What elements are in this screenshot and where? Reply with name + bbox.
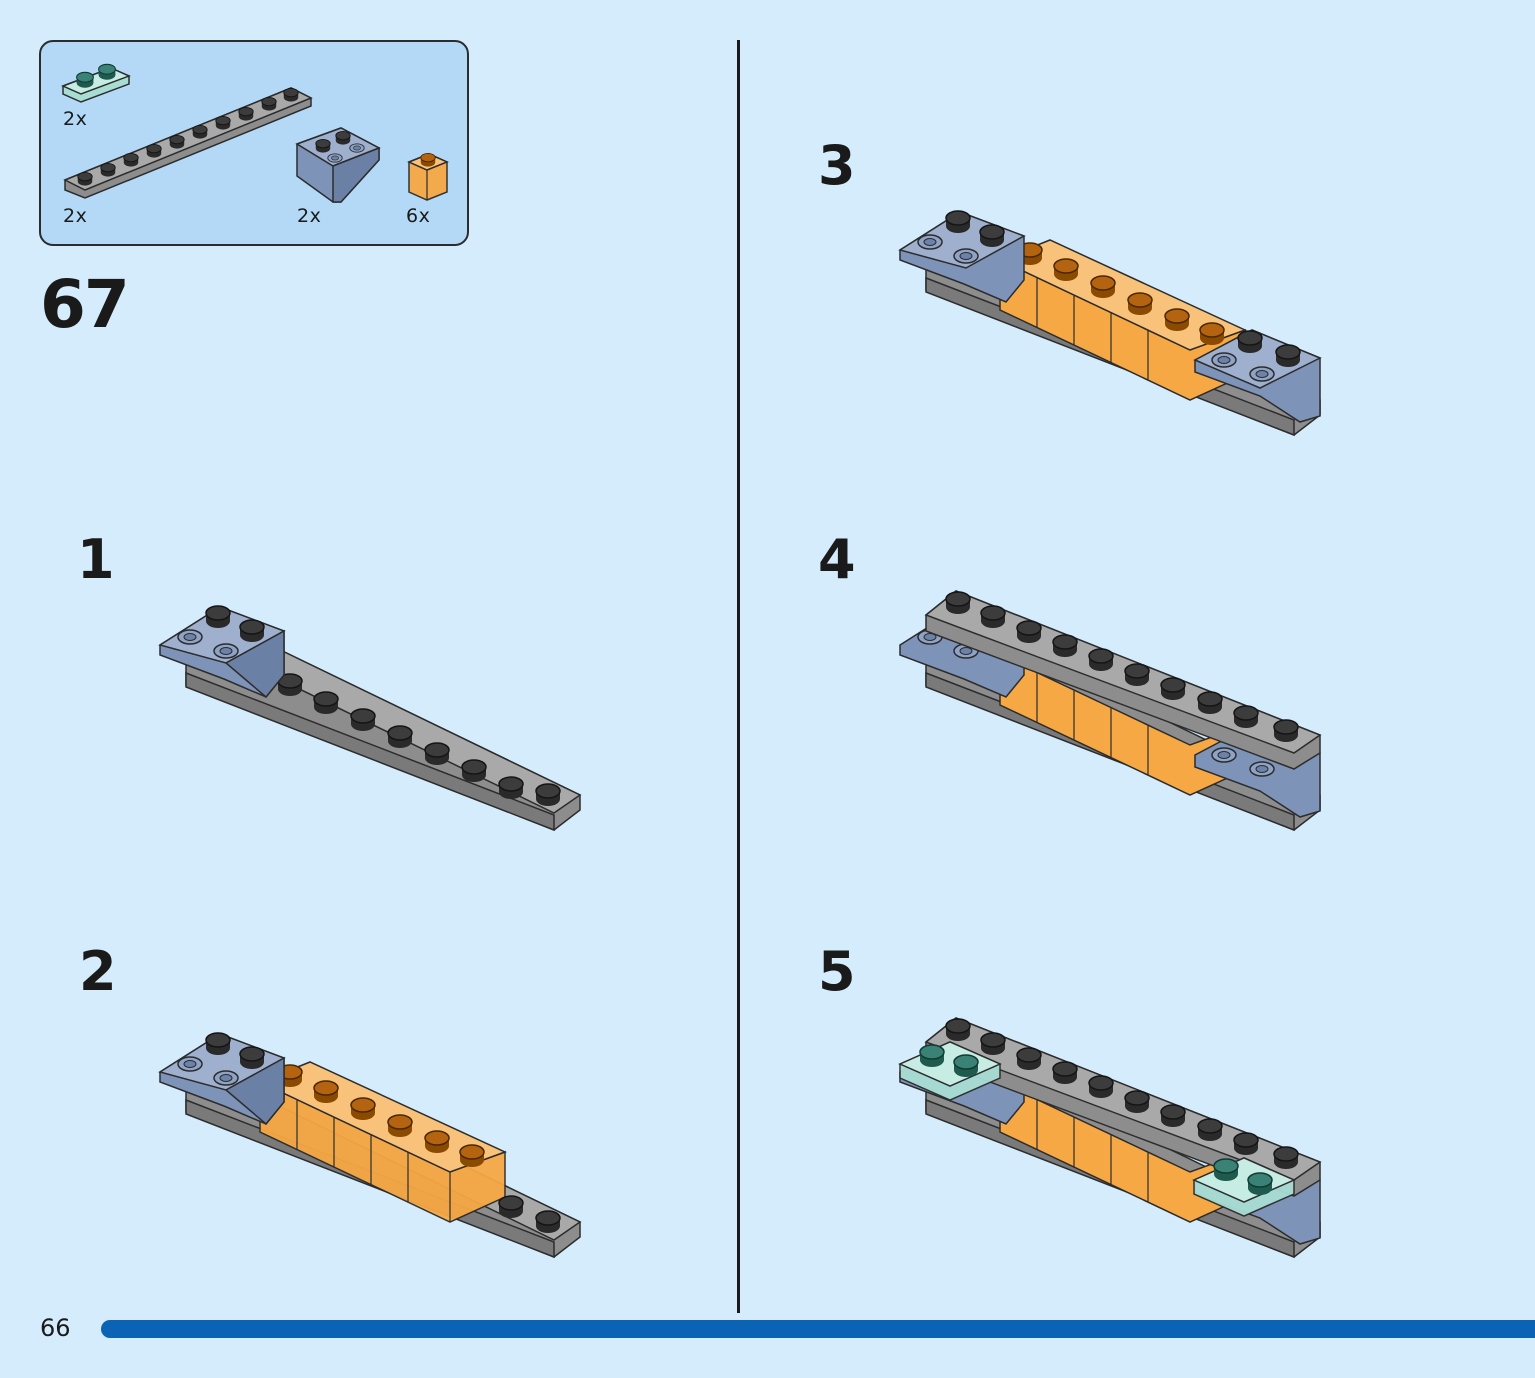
long-grey-plate-part [63, 87, 313, 199]
substep-5-label: 5 [818, 940, 856, 1003]
substep-3-label: 3 [818, 134, 856, 197]
substep-4-label: 4 [818, 528, 856, 591]
teal-plate-part [61, 63, 131, 103]
substep-2-illustration [158, 1032, 582, 1259]
page-number: 66 [40, 1314, 71, 1342]
substep-4-illustration [899, 590, 1322, 832]
column-divider [737, 40, 740, 1313]
qty-long-plate: 2x [63, 205, 88, 227]
step-number: 67 [40, 266, 130, 343]
substep-1-illustration [158, 605, 582, 832]
substep-2-label: 2 [79, 940, 117, 1003]
substep-5-illustration [898, 1017, 1322, 1259]
footer-progress-bar [101, 1320, 1535, 1338]
parts-callout: 2x 2x 2x 6x [39, 40, 469, 246]
qty-trans-orange: 6x [406, 205, 431, 227]
trans-orange-brick-part [407, 152, 449, 201]
qty-slope: 2x [297, 205, 322, 227]
substep-3-illustration [898, 210, 1322, 437]
qty-teal-plate: 2x [63, 108, 88, 130]
substep-1-label: 1 [77, 528, 115, 591]
sand-blue-slope-part [295, 127, 381, 203]
